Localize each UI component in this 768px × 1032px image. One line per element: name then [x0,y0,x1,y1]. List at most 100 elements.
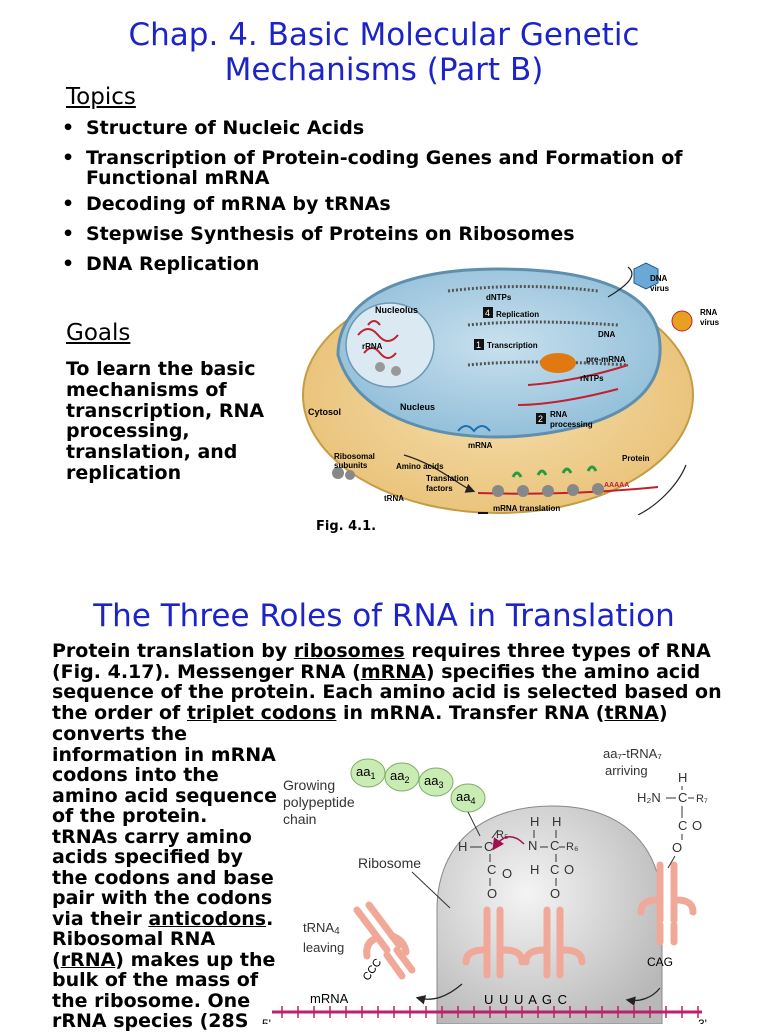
nucleolus [345,302,435,388]
codon-sequence: U U U A G C [484,992,568,1007]
paragraph-full-width: Protein translation by ribosomes require… [52,641,742,723]
text-line: (Fig. 4.17). Messenger RNA (mRNA) specif… [52,660,701,683]
trna4-label-1: tRNA4 [303,920,340,937]
chem-r6: R₆ [566,841,578,853]
underlined-term: anticodons [148,907,267,930]
arriving-label-2: arriving [605,763,648,778]
label-translation-factors-2: factors [426,484,453,493]
text-line: converts the [52,723,187,745]
label-ribosomal-2: subunits [334,461,368,470]
aa4-label: aa4 [456,789,475,806]
text-line: information in mRNA [52,743,276,766]
mrna-label: mRNA [310,991,349,1006]
topic-item: •Transcription of Protein-coding Genes a… [62,147,683,189]
chem-h: H [458,839,467,854]
topic-item: •Decoding of mRNA by tRNAs [62,193,391,215]
label-rna-processing-2: processing [550,420,593,429]
text-line: bulk of the mass of [52,969,259,991]
ribosome-label: Ribosome [358,855,421,871]
growing-label-3: chain [283,811,316,827]
label-dntps: dNTPs [486,293,512,302]
text-line: Protein translation by ribosomes require… [52,640,711,662]
step-4-badge: 4 [485,308,490,318]
label-rna-virus-2: virus [700,318,720,327]
label-trna: tRNA [384,494,404,503]
topics-list: •Structure of Nucleic Acids •Transcripti… [62,118,702,284]
topic-item: •Structure of Nucleic Acids [62,117,365,139]
growing-label-2: polypeptide [283,794,355,810]
label-replication: Replication [496,310,539,319]
arriving-label-1: aa₇-tRNA₇ [603,746,662,761]
label-nucleus: Nucleus [400,402,435,412]
label-rna-processing-1: RNA [550,410,568,419]
chem-c: C [487,862,496,877]
bullet-icon: • [62,223,75,245]
text-line: rRNA species (28S [52,1010,249,1032]
nucleus [336,267,662,439]
text-line: Ribosomal RNA [52,928,216,950]
label-ribosomal-1: Ribosomal [334,452,375,461]
anticodon-right: CAG [647,955,673,969]
underlined-term: mRNA [360,660,426,683]
underlined-term: tRNA [604,701,659,724]
rna-virus-icon [671,310,693,332]
chem-r7: R₇ [696,793,708,805]
label-polya: AAAAA [604,482,629,489]
polypeptide-chain [350,758,486,813]
goals-text: To learn the basic mechanisms of transcr… [66,358,265,484]
chem-c: C [484,839,493,854]
underlined-term: rRNA [60,948,116,971]
anticodon-left: CCC [361,957,385,983]
chem-o: O [692,818,702,833]
text-line: codons into the [52,764,219,786]
aa1-label: aa1 [356,764,375,781]
step-2-badge: 2 [538,414,543,424]
label-nucleolus: Nucleolus [375,305,418,315]
label-translation-factors-1: Translation [426,474,469,483]
label-protein: Protein [622,454,650,463]
text-line: acids specified by [52,846,243,868]
text-line: tRNAs carry amino [52,825,252,848]
label-transcription: Transcription [487,341,538,350]
text-line: the ribosome. One [52,989,251,1012]
label-cytosol: Cytosol [308,407,341,417]
label-dna: DNA [598,330,616,339]
chem-c: C [550,862,559,877]
chem-h: H [678,770,687,785]
label-mrna-translation: mRNA translation [493,504,560,513]
text-line: (rRNA) makes up the [52,948,276,971]
growing-label-1: Growing [283,777,335,793]
underlined-term: ribosomes [293,640,405,662]
underlined-term: triplet codons [186,701,337,724]
text-line: the order of triplet codons in mRNA. Tra… [52,701,668,724]
chem-h: H [552,814,561,829]
bullet-icon: • [62,147,75,169]
chem-h: H [530,814,539,829]
aa3-label: aa3 [424,773,443,790]
text-line: sequence of the protein. Each amino acid… [52,681,722,703]
label-dna-virus-1: DNA [650,274,668,283]
label-mrna: mRNA [468,441,493,450]
step-1-badge: 1 [476,340,481,350]
chem-c: C [678,790,687,805]
page-title: Chap. 4. Basic Molecular Genetic Mechani… [0,18,768,88]
bullet-icon: • [62,193,75,215]
chem-h: H [530,862,539,877]
label-pre-mrna: pre-mRNA [586,355,626,364]
aa2-label: aa2 [390,768,409,785]
topics-heading: Topics [66,84,136,110]
text-line: amino acid sequence [52,784,278,807]
text-line: the codons and base [52,866,274,889]
chem-o: O [564,862,574,877]
five-prime-label: 5' [262,1017,271,1024]
goals-heading: Goals [66,320,131,346]
section-title: The Three Roles of RNA in Translation [93,598,675,634]
title-line-2: Mechanisms (Part B) [224,52,544,88]
text-line: pair with the codons [52,887,273,909]
chem-h2n: H₂N [637,790,661,805]
bullet-icon: • [62,253,75,275]
figure-1-caption: Fig. 4.1. [316,519,377,534]
label-amino-acids: Amino acids [396,462,444,471]
label-rrna: rRNA [362,342,383,351]
